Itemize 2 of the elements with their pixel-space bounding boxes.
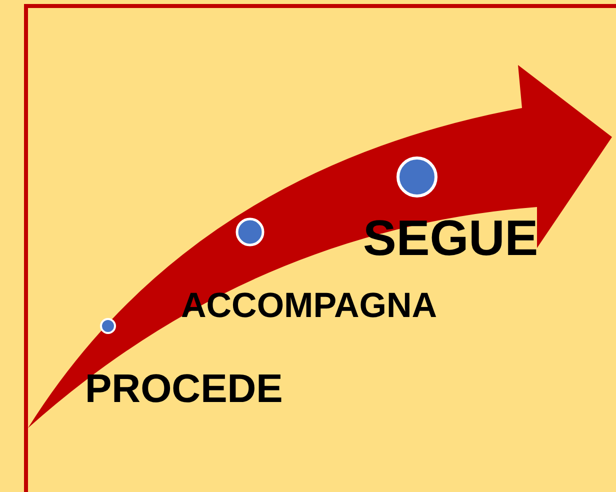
stage-label: SEGUE — [363, 213, 538, 263]
stage-label: PROCEDE — [85, 369, 283, 409]
